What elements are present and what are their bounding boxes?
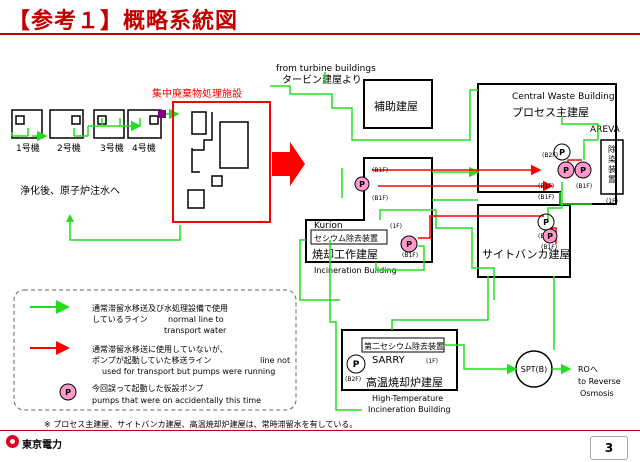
svg-text:P: P [543, 218, 549, 227]
kurion-floor: (1F) [390, 223, 402, 230]
incineration-building [305, 157, 433, 263]
pump-incineration-b1f-lower: P [400, 235, 418, 253]
pump-process-b1f-right: P [574, 161, 592, 179]
hti-label-en2: Incineration Building [368, 405, 451, 414]
ro-label-en2: Osmosis [580, 389, 614, 398]
legend-red-jp2: ポンプが起動していた移送ライン [92, 355, 212, 365]
pump-bunker-b1f-upper: P [537, 213, 555, 231]
hti-building [341, 329, 458, 391]
process-label-en: Central Waste Building [512, 92, 615, 102]
svg-text:P: P [547, 232, 553, 241]
company-name: 東京電力 [22, 440, 62, 451]
auxiliary-building [363, 79, 433, 129]
pump-proc-floor-2: (B1F) [538, 183, 554, 190]
site-bunker-building [477, 204, 571, 278]
ro-label-en1: to Reverse [578, 377, 621, 386]
pump-proc-floor-1: (B2F) [542, 152, 558, 159]
reactor-unit-1 [11, 109, 43, 139]
pump-bunker-floor-2: (B1F) [541, 244, 557, 251]
legend-green-en1: normal line to [168, 315, 224, 324]
pump-process-b2f: P [553, 143, 571, 161]
legend-pump-jp: 今回誤って起動した仮設ポンプ [92, 383, 203, 393]
pump-proc-floor-4: (B1F) [576, 183, 592, 190]
hti-label-en1: High-Temperature [372, 394, 443, 403]
process-label-jp: プロセス主建屋 [512, 105, 589, 119]
purify-return-line [69, 218, 181, 241]
pump-incin-floor-1: (B1F) [372, 167, 388, 174]
svg-text:P: P [353, 360, 360, 370]
pump-hti-b2f: P [346, 354, 366, 374]
unit-1-label: 1号機 [16, 142, 40, 154]
central-facility-box [172, 101, 271, 223]
flow-arrow [272, 142, 305, 186]
svg-text:P: P [65, 388, 71, 397]
legend-red-en2: used for transport but pumps were runnin… [102, 367, 275, 376]
reactor-unit-4 [127, 109, 162, 139]
ro-label-jp: ROへ [578, 365, 598, 374]
company-logo-icon [6, 435, 19, 448]
purify-return-arrow [66, 214, 74, 222]
legend-red-en1: line not [260, 356, 290, 365]
unit-transfer-lines [11, 108, 180, 142]
unit-3-label: 3号機 [100, 142, 124, 154]
pump-bunker-b1f-lower: P [542, 228, 558, 244]
legend-green-en2: transport water [164, 326, 227, 335]
cesium2-label: 第二セシウム除去装置 [364, 341, 444, 351]
turbine-label-en: from turbine buildings [276, 64, 376, 74]
page-number: 3 [590, 436, 628, 460]
legend-pump-en: pumps that were on accidentally this tim… [92, 396, 261, 405]
legend-pump-icon: P [59, 383, 77, 401]
kurion-label: Kurion [314, 221, 343, 231]
incineration-label-jp: 焼却工作建屋 [312, 247, 378, 261]
title-underline [0, 33, 640, 35]
pump-incin-floor-3: (B1F) [402, 252, 418, 259]
green-transport-lines [270, 72, 599, 411]
areva-label: AREVA [590, 125, 621, 135]
footer-rule [0, 430, 640, 431]
magenta-junction [158, 110, 166, 118]
svg-text:P: P [563, 166, 569, 175]
kurion-box [310, 229, 388, 245]
reactor-unit-2 [49, 109, 84, 139]
site-bunker-label: サイトバンカ建屋 [482, 247, 571, 261]
svg-text:P: P [406, 240, 412, 249]
spt-label: SPT(B) [521, 365, 548, 374]
svg-text:P: P [580, 166, 586, 175]
auxiliary-label: 補助建屋 [374, 99, 418, 113]
pump-process-b1f-left: P [557, 161, 575, 179]
incineration-label-en: Incineration Building [314, 266, 397, 275]
pump-incin-floor-2: (B1F) [372, 195, 388, 202]
cesium1-label: セシウム除去装置 [314, 233, 378, 243]
central-facility-label: 集中廃棄物処理施設 [152, 87, 242, 100]
decon-label: 除染装置 [608, 144, 616, 184]
central-facility-buildings [187, 111, 249, 209]
turbine-label-jp: タービン建屋より [282, 73, 362, 86]
pump-incineration-b1f-upper: P [354, 176, 370, 192]
purify-note: 浄化後、原子炉注水へ [20, 184, 120, 197]
sarry-label: SARRY [372, 355, 406, 366]
legend-green-jp1: 通常滞留水移送及び水処理設備で使用 [92, 303, 228, 313]
svg-text:P: P [559, 148, 565, 157]
footnote: ※ プロセス主建屋、サイトバンカ建屋、高温焼却炉建屋は、常時滞留水を有している。 [44, 420, 358, 429]
hti-label-jp: 高温焼却炉建屋 [366, 375, 443, 389]
legend-green-jp2: しているライン [92, 315, 148, 324]
pump-proc-floor-3: (B1F) [538, 194, 554, 201]
legend-red-jp1: 通常滞留水移送に使用していないが、 [92, 344, 228, 354]
unit-4-label: 4号機 [132, 142, 156, 154]
page-title: 【参考１】概略系統図 [8, 9, 239, 34]
svg-text:P: P [359, 180, 365, 189]
pump-hti-floor: (B2F) [345, 376, 361, 383]
unit-2-label: 2号機 [57, 142, 81, 154]
sarry-floor: (1F) [426, 358, 438, 365]
decon-box [600, 139, 624, 195]
decon-floor: (1F) [606, 198, 618, 205]
